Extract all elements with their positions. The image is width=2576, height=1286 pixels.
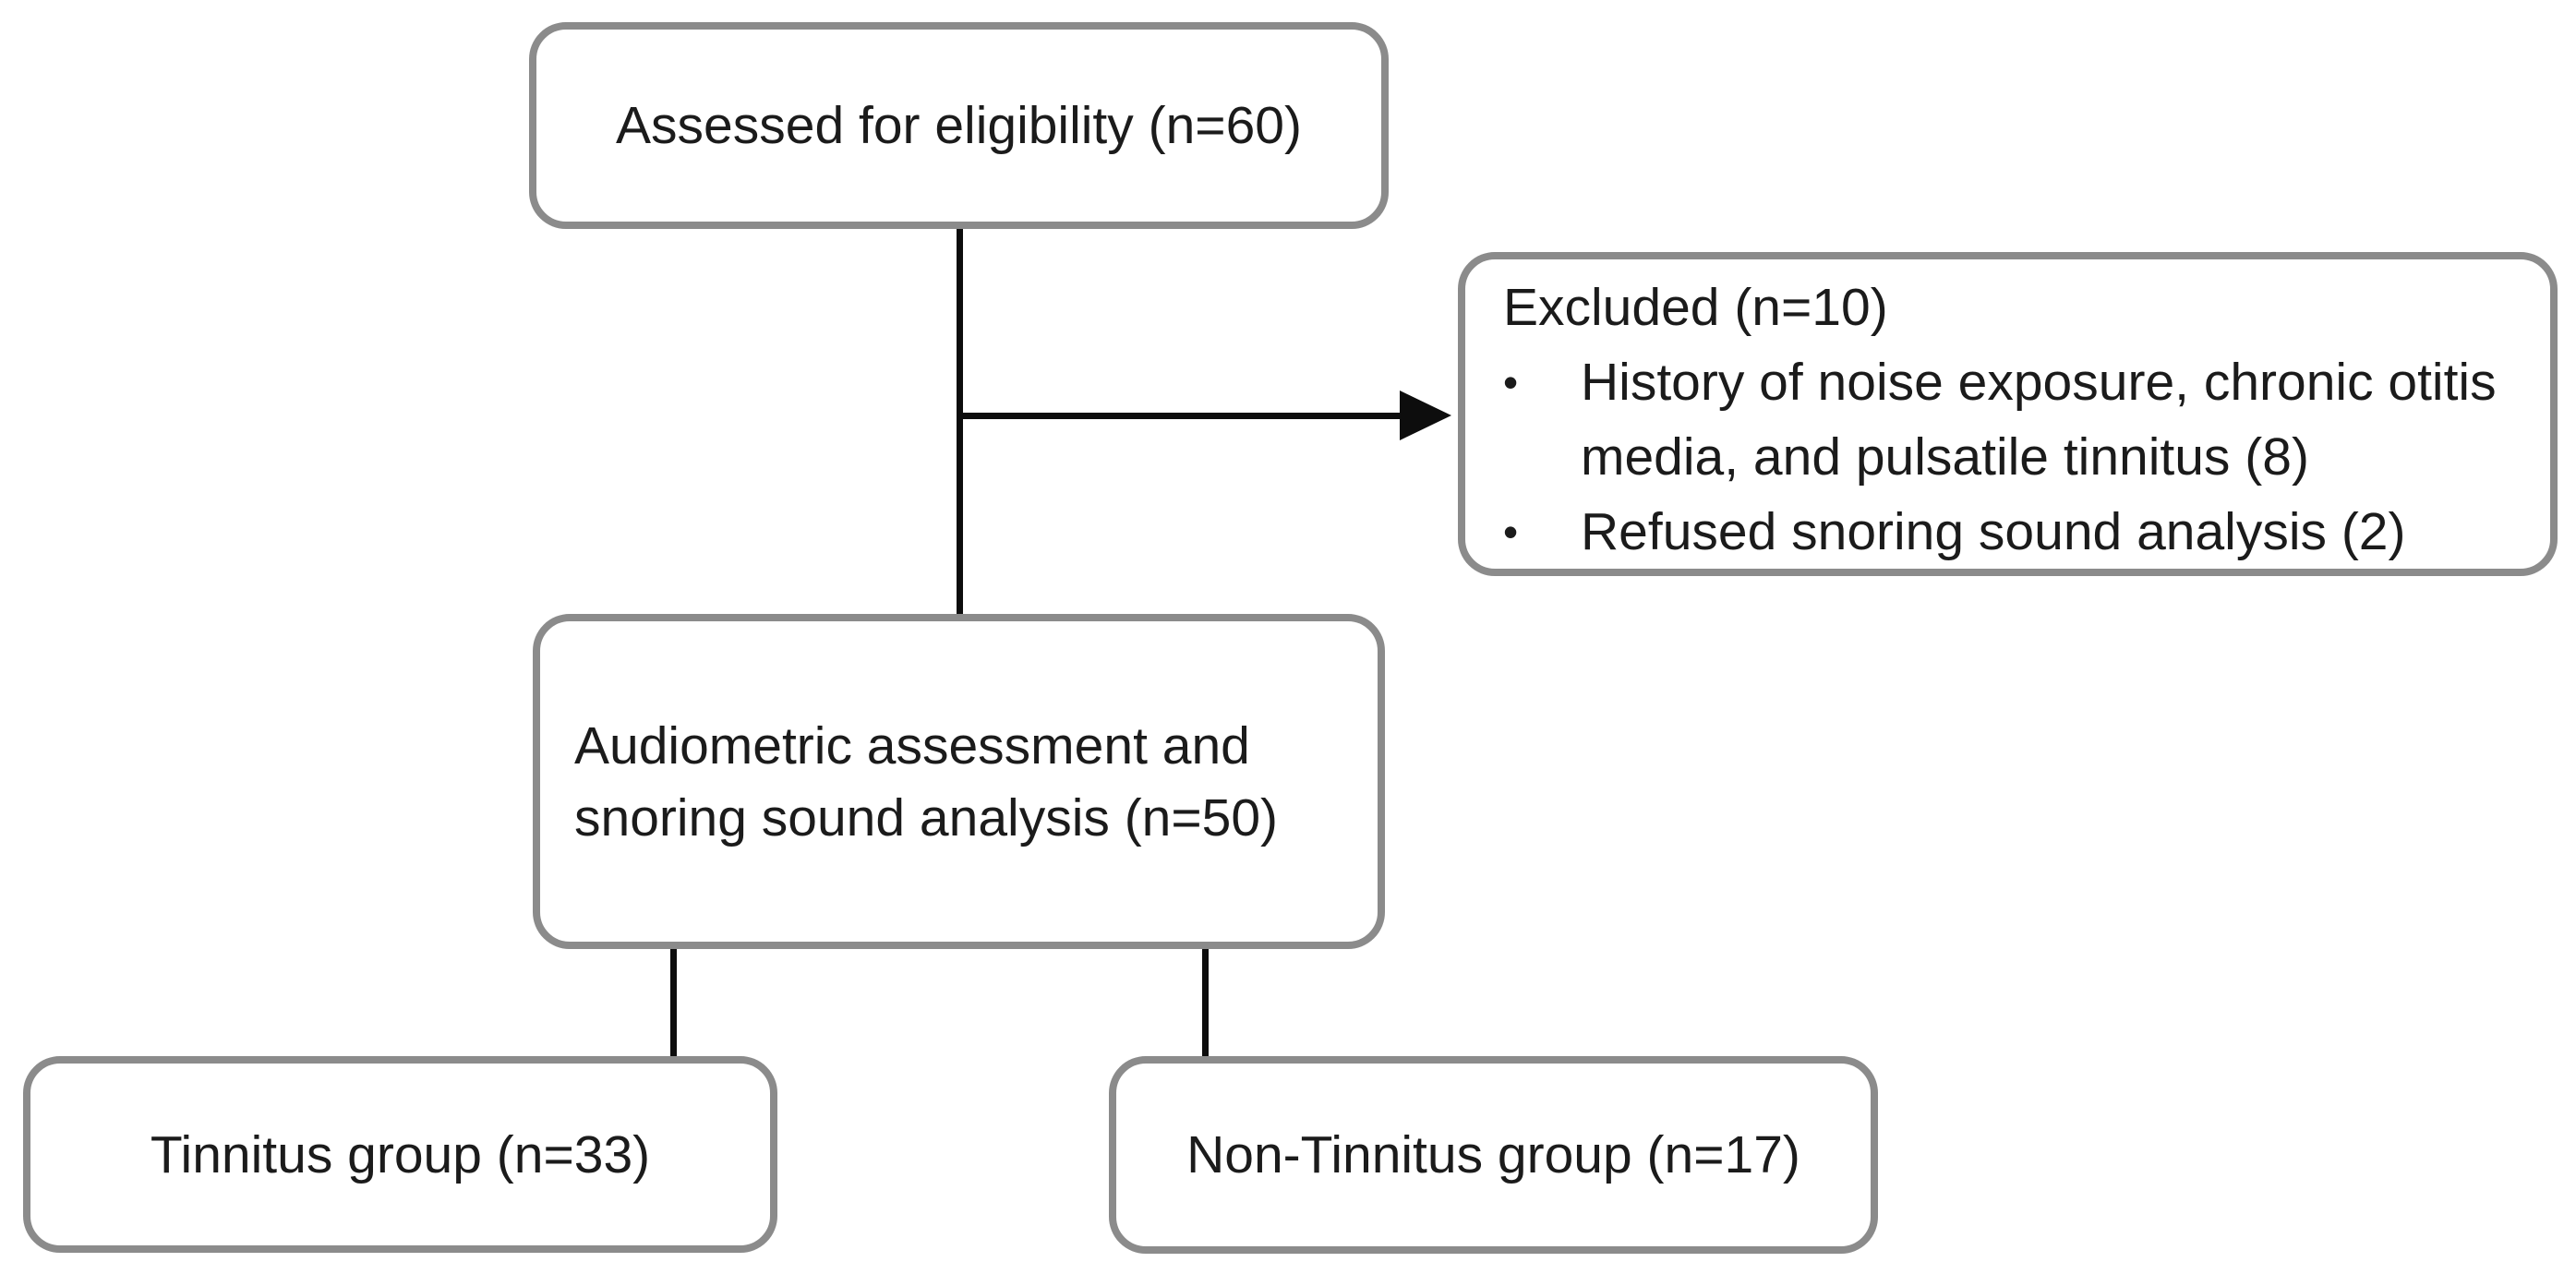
audiometric-line: snoring sound analysis (n=50) [574,787,1279,847]
connector-vertical-top [957,229,963,614]
box-non-tinnitus-group: Non-Tinnitus group (n=17) [1109,1056,1878,1254]
excluded-bullet-item: • Refused snoring sound analysis (2) [1503,495,2524,570]
connector-arrow-shaft [960,413,1402,419]
bullet-icon: • [1503,508,1519,556]
excluded-bullet-text: History of noise exposure, chronic otiti… [1581,345,2524,495]
excluded-bullet-item: • History of noise exposure, chronic oti… [1503,345,2524,495]
excluded-bullet-text: Refused snoring sound analysis (2) [1581,495,2524,570]
box-excluded: Excluded (n=10) • History of noise expos… [1458,252,2558,576]
excluded-bullet-line: Refused snoring sound analysis (2) [1581,502,2406,561]
excluded-title: Excluded (n=10) [1503,278,1888,337]
excluded-bullet-line: media, and pulsatile tinnitus (8) [1581,427,2309,487]
box-assessed-eligibility: Assessed for eligibility (n=60) [529,22,1389,229]
bullet-icon: • [1503,358,1519,406]
connector-vertical-left [670,949,677,1058]
non-tinnitus-label: Non-Tinnitus group (n=17) [1186,1125,1800,1184]
assessed-label: Assessed for eligibility (n=60) [616,96,1302,155]
arrow-right-head-icon [1400,391,1451,440]
tinnitus-label: Tinnitus group (n=33) [150,1124,651,1184]
excluded-bullet-line: History of noise exposure, chronic otiti… [1581,353,2497,412]
box-tinnitus-group: Tinnitus group (n=33) [23,1056,777,1253]
audiometric-line: Audiometric assessment and [574,715,1250,775]
box-audiometric-assessment: Audiometric assessment and snoring sound… [533,614,1385,949]
connector-vertical-right [1202,949,1209,1058]
